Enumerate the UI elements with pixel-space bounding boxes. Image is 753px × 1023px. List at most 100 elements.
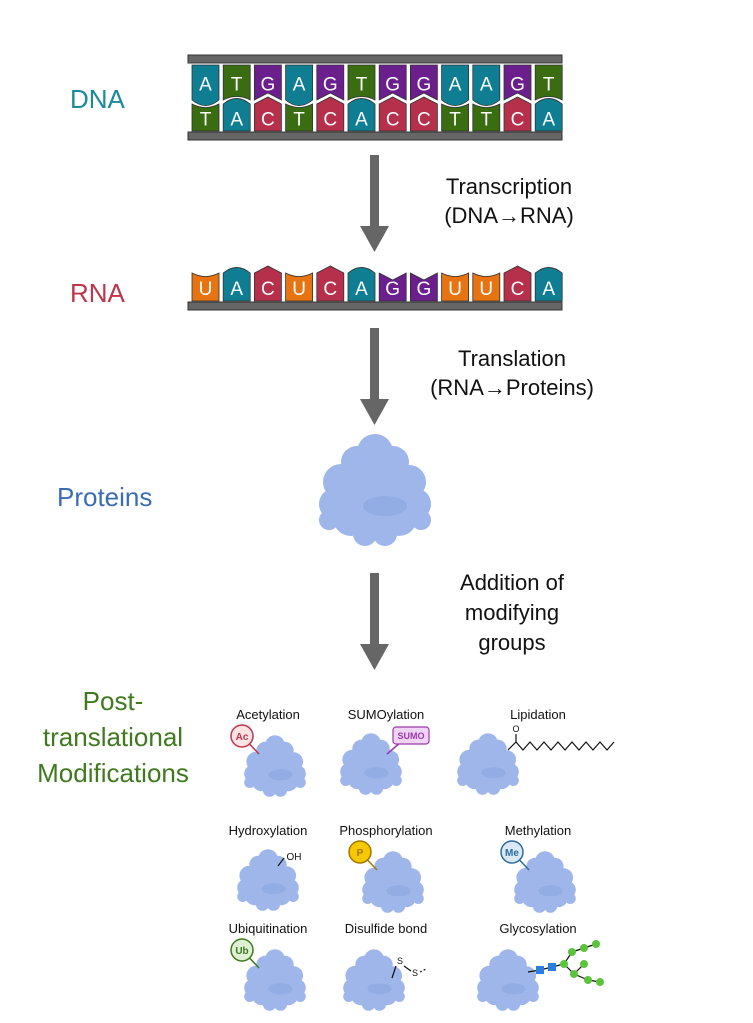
step-subtitle: (RNA→Proteins) bbox=[430, 375, 594, 400]
rna-base: C bbox=[254, 265, 282, 302]
nucleotide-letter: T bbox=[449, 110, 461, 131]
protein-lobe bbox=[343, 991, 355, 1002]
ptm-name: SUMOylation bbox=[348, 707, 425, 722]
nucleotide-shape bbox=[410, 64, 438, 101]
nucleotide-shape bbox=[254, 265, 282, 302]
glcnac-square bbox=[548, 963, 556, 971]
nucleotide-shape bbox=[191, 103, 220, 132]
protein-icon bbox=[244, 949, 306, 1011]
protein-icon bbox=[362, 851, 424, 913]
protein-lobe bbox=[543, 899, 558, 913]
rna-base: C bbox=[503, 265, 532, 302]
ptm-name: Lipidation bbox=[510, 707, 566, 722]
nucleotide-letter: A bbox=[480, 75, 493, 96]
mannose-circle bbox=[584, 976, 592, 984]
nucleotide-letter: C bbox=[511, 279, 525, 300]
nucleotide-letter: G bbox=[261, 75, 276, 96]
dna-top-base: G bbox=[378, 64, 407, 101]
sumo-box bbox=[392, 726, 430, 745]
nucleotide-shape bbox=[472, 103, 501, 132]
protein-lobe bbox=[393, 991, 405, 1002]
protein-lobe bbox=[244, 991, 256, 1002]
arrow-shaft bbox=[370, 155, 379, 228]
mannose-circle bbox=[570, 970, 578, 978]
nucleotide-letter: G bbox=[385, 75, 400, 96]
nucleotide-letter: U bbox=[479, 279, 493, 300]
dna-top-base: G bbox=[503, 64, 532, 101]
ptm-name: Disulfide bond bbox=[345, 921, 427, 936]
nucleotide-letter: T bbox=[200, 110, 212, 131]
dna-top-base: G bbox=[254, 64, 282, 101]
protein-lobe bbox=[380, 899, 395, 913]
protein-shade bbox=[481, 767, 506, 779]
protein-shade bbox=[363, 496, 407, 516]
protein-lobe bbox=[527, 991, 539, 1002]
mannose-circle bbox=[560, 960, 568, 968]
protein-icon bbox=[457, 733, 519, 795]
mannose-circle bbox=[596, 978, 604, 986]
protein-shade bbox=[261, 883, 286, 895]
protein-lobe bbox=[262, 783, 277, 797]
ptm-tag-text: P bbox=[357, 848, 364, 859]
nucleotide-letter: G bbox=[417, 75, 432, 96]
nucleotide-letter: C bbox=[323, 110, 337, 131]
ptm-label-line: Modifications bbox=[37, 758, 189, 788]
rna-base: U bbox=[191, 272, 220, 302]
protein-lobe bbox=[495, 997, 510, 1011]
dna-bottom-base: T bbox=[191, 103, 220, 132]
dna-bottom-base: C bbox=[254, 96, 282, 132]
protein-lobe bbox=[390, 775, 402, 786]
nucleotide-shape bbox=[503, 96, 532, 132]
protein-lobe bbox=[373, 522, 397, 546]
protein-icon bbox=[244, 735, 306, 797]
rna-base: U bbox=[285, 272, 313, 302]
oxygen-label: O bbox=[512, 724, 519, 734]
rna-backbone bbox=[187, 301, 563, 311]
nucleotide-shape bbox=[191, 272, 220, 302]
protein-icon bbox=[237, 849, 299, 911]
protein-lobe bbox=[532, 899, 547, 913]
ptm-name: Methylation bbox=[505, 823, 571, 838]
nucleotide-shape bbox=[285, 103, 313, 132]
step-line: modifying bbox=[464, 600, 560, 625]
dna-top-base: T bbox=[534, 64, 563, 101]
protein-lobe bbox=[506, 997, 521, 1011]
protein-lobe bbox=[273, 997, 288, 1011]
protein-molecule bbox=[319, 434, 431, 546]
nucleotide-letter: A bbox=[293, 75, 306, 96]
rna-base: A bbox=[534, 267, 563, 302]
arrow-shaft bbox=[370, 573, 379, 646]
dna-top-base: G bbox=[316, 64, 345, 101]
nucleotide-letter: C bbox=[386, 110, 400, 131]
arrow-head bbox=[360, 644, 389, 670]
mannose-circle bbox=[580, 960, 588, 968]
protein-shade bbox=[364, 767, 389, 779]
tag-circle bbox=[230, 724, 254, 748]
protein-lobe bbox=[477, 991, 489, 1002]
protein-lobe bbox=[372, 997, 387, 1011]
nucleotide-letter: T bbox=[231, 75, 243, 96]
nucleotide-shape bbox=[503, 265, 532, 302]
step-line: groups bbox=[478, 630, 546, 655]
rna-base: C bbox=[316, 265, 345, 302]
mannose-circle bbox=[568, 948, 576, 956]
rna-label: RNA bbox=[70, 278, 125, 308]
protein-lobe bbox=[358, 781, 373, 795]
nucleotide-letter: A bbox=[542, 279, 555, 300]
nucleotide-letter: U bbox=[199, 279, 213, 300]
rna-base: A bbox=[222, 267, 251, 302]
protein-lobe bbox=[255, 897, 270, 911]
ptm-name: Glycosylation bbox=[499, 921, 576, 936]
oh-bond bbox=[277, 857, 285, 867]
nucleotide-shape bbox=[254, 64, 282, 101]
nucleotide-shape bbox=[347, 98, 376, 132]
dna-top-base: A bbox=[285, 64, 313, 106]
down-arrow bbox=[360, 573, 389, 670]
protein-shade bbox=[367, 983, 392, 995]
nucleotide-letter: A bbox=[449, 75, 462, 96]
protein-lobe bbox=[486, 781, 501, 795]
nucleotide-letter: G bbox=[323, 75, 338, 96]
